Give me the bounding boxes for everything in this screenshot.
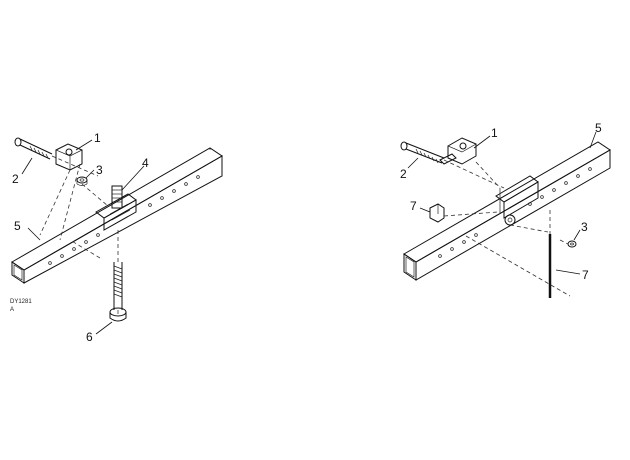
left-tube [11, 147, 223, 284]
left-nut-3 [76, 176, 88, 186]
left-callout-1: 1 [94, 131, 101, 145]
right-callout-7-left: 7 [410, 199, 417, 213]
left-tube-holes [48, 175, 200, 265]
right-clamp [495, 175, 539, 226]
right-callout-1: 1 [491, 126, 498, 140]
right-tube [403, 141, 611, 281]
left-bolt-2 [14, 137, 53, 160]
left-insert [111, 185, 123, 209]
left-callout-6: 6 [86, 330, 93, 344]
left-knob [55, 143, 83, 171]
part-code: DY1281 [10, 299, 32, 305]
left-callout-3: 3 [96, 163, 103, 177]
right-assembly-lines [443, 159, 571, 297]
part-code-sub: A [10, 307, 14, 313]
left-callout-4: 4 [142, 156, 149, 170]
right-callout-7-right: 7 [582, 268, 589, 282]
left-assembly-lines [39, 155, 119, 262]
right-callout-2: 2 [400, 167, 407, 181]
left-clamp [95, 193, 137, 231]
right-knob [439, 137, 477, 165]
left-leaders [21, 139, 145, 335]
right-callout-5: 5 [595, 121, 602, 135]
right-nut-3 [567, 240, 577, 248]
right-assembly: 1 2 5 7 3 7 [400, 121, 611, 298]
right-leaders [407, 131, 597, 275]
left-assembly: 1 2 3 4 5 6 DY1281 A [10, 131, 223, 344]
right-clip-7 [429, 203, 445, 223]
right-bolt-2 [400, 141, 445, 164]
right-callout-3: 3 [581, 220, 588, 234]
left-callout-5: 5 [14, 219, 21, 233]
left-bolt-6 [109, 262, 127, 322]
left-callout-2: 2 [12, 172, 19, 186]
